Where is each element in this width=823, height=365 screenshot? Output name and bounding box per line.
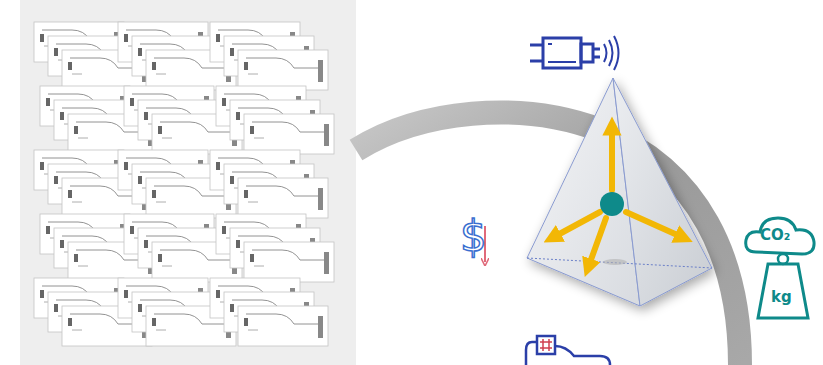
dollar-symbol: $	[460, 216, 487, 258]
hidden-edge	[527, 258, 712, 268]
weight-ring	[778, 254, 788, 264]
thumbnail-grid	[34, 22, 334, 346]
co2-label: CO₂	[760, 228, 790, 243]
sensor-icon	[530, 36, 619, 70]
weight-icon	[758, 264, 808, 318]
hand-chip-icon	[526, 336, 610, 365]
yellow-arrows	[552, 126, 684, 268]
thumbnail-panel	[20, 0, 356, 365]
center-dot	[600, 192, 624, 216]
kg-label: kg	[771, 290, 792, 305]
tetrahedron	[527, 78, 712, 306]
cloud-icon	[746, 218, 814, 254]
dot-shadow	[603, 259, 627, 265]
